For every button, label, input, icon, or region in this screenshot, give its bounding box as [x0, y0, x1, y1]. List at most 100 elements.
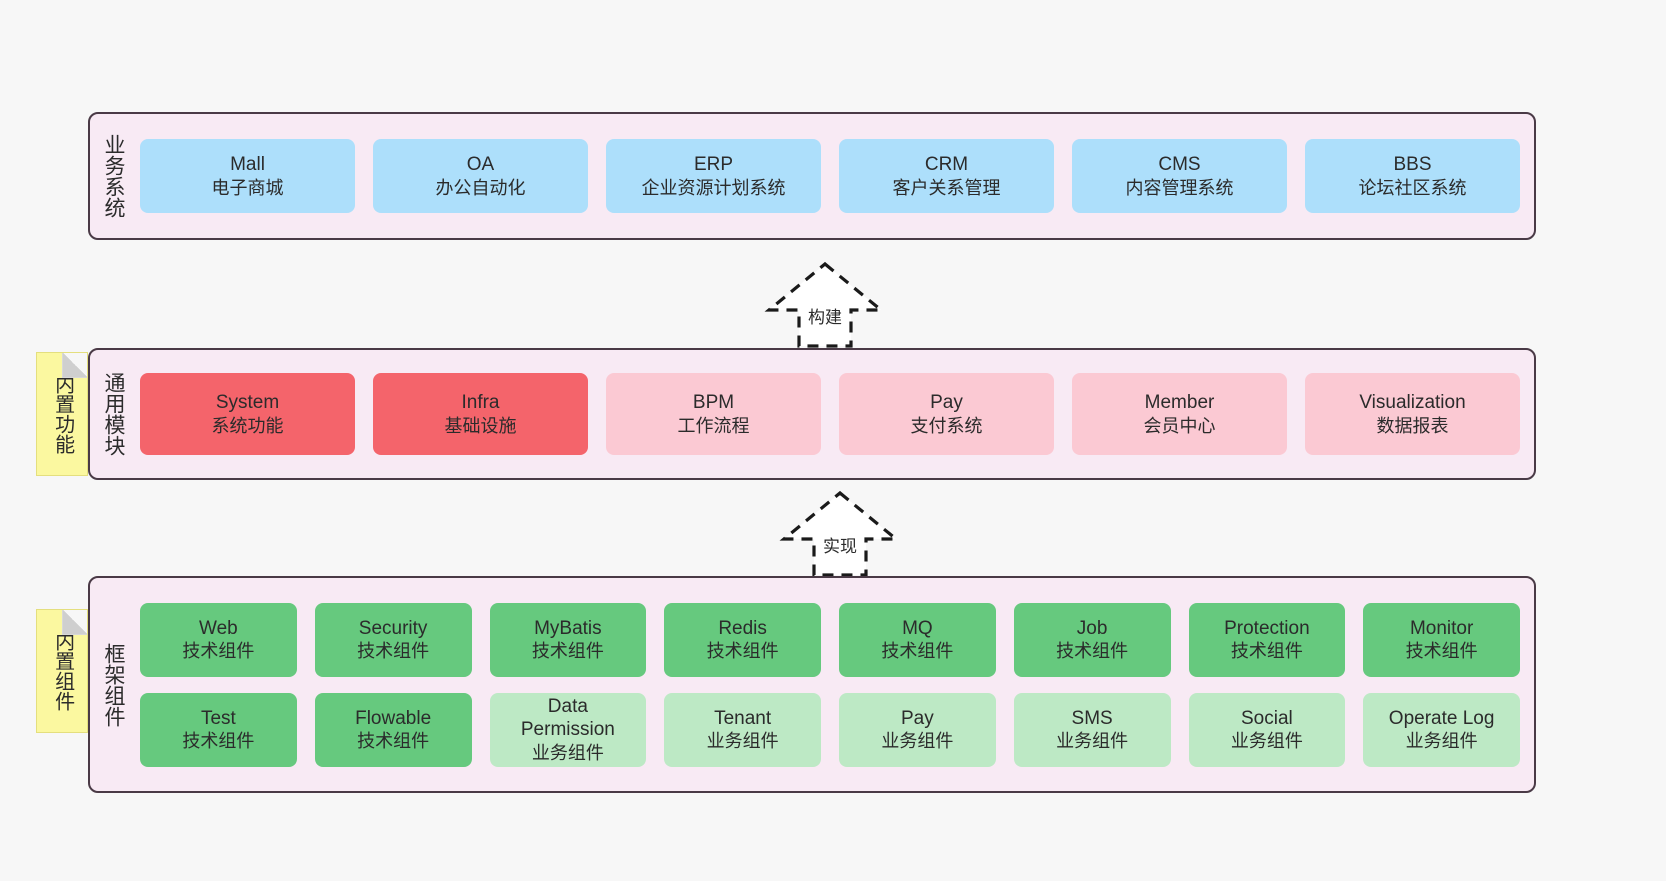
node-cms-desc: 内容管理系统 — [1125, 177, 1234, 198]
node-monitor-name: Monitor — [1409, 617, 1474, 639]
node-redis-name: Redis — [718, 617, 767, 639]
node-member-name: Member — [1144, 392, 1215, 414]
node-infra[interactable]: Infra 基础设施 — [373, 373, 588, 455]
node-protection[interactable]: Protection 技术组件 — [1188, 602, 1346, 677]
node-erp-name: ERP — [693, 154, 734, 176]
node-system-desc: 系统功能 — [211, 415, 284, 436]
node-bpm[interactable]: BPM 工作流程 — [606, 373, 821, 455]
node-redis-desc: 技术组件 — [706, 641, 779, 662]
node-pay-module-name: Pay — [930, 392, 963, 414]
node-crm[interactable]: CRM 客户关系管理 — [839, 139, 1054, 213]
node-web-desc: 技术组件 — [182, 641, 255, 662]
node-sms[interactable]: SMS 业务组件 — [1013, 692, 1171, 767]
node-pay-module-desc: 支付系统 — [910, 415, 983, 436]
note-builtin-components: 内置组件 — [36, 609, 88, 733]
business-systems-row: Mall 电子商城 OA 办公自动化 ERP 企业资源计划系统 CRM 客户关系… — [140, 139, 1520, 213]
note-builtin-components-label: 内置组件 — [51, 631, 74, 711]
node-oa-desc: 办公自动化 — [435, 177, 526, 198]
node-mq[interactable]: MQ 技术组件 — [839, 602, 996, 677]
node-visualization-desc: 数据报表 — [1376, 415, 1449, 436]
node-bpm-desc: 工作流程 — [677, 415, 750, 436]
node-security[interactable]: Security 技术组件 — [314, 602, 472, 677]
node-data-permission-name2: Permission — [520, 719, 615, 741]
node-sms-desc: 业务组件 — [1056, 731, 1129, 752]
node-monitor[interactable]: Monitor 技术组件 — [1363, 602, 1520, 677]
node-test-desc: 技术组件 — [182, 731, 255, 752]
layer-common-modules-body: System 系统功能 Infra 基础设施 BPM 工作流程 Pay 支付系统… — [136, 350, 1534, 478]
arrow-build-label: 构建 — [808, 308, 842, 327]
node-data-permission-desc: 业务组件 — [531, 742, 604, 763]
node-cms-name: CMS — [1158, 154, 1201, 176]
node-operate-log[interactable]: Operate Log 业务组件 — [1363, 692, 1520, 767]
arrow-build: 构建 — [755, 258, 895, 350]
node-social-desc: 业务组件 — [1230, 731, 1303, 752]
layer-business-systems-label: 业务系统 — [101, 134, 125, 218]
node-social-name: Social — [1241, 707, 1293, 729]
node-erp[interactable]: ERP 企业资源计划系统 — [606, 139, 821, 213]
node-crm-name: CRM — [924, 154, 969, 176]
arrow-realize: 实现 — [770, 487, 910, 579]
node-operate-log-desc: 业务组件 — [1405, 731, 1478, 752]
node-sms-name: SMS — [1071, 707, 1113, 729]
layer-common-modules-label: 通用模块 — [101, 372, 125, 456]
node-flowable-desc: 技术组件 — [357, 731, 430, 752]
node-member-desc: 会员中心 — [1143, 415, 1216, 436]
layer-framework-components-label: 框架组件 — [101, 642, 125, 727]
framework-components-row-business: Test 技术组件 Flowable 技术组件 Data Permission … — [140, 692, 1520, 767]
node-bbs-desc: 论坛社区系统 — [1358, 177, 1467, 198]
node-bbs-name: BBS — [1393, 154, 1432, 176]
node-mall[interactable]: Mall 电子商城 — [140, 139, 355, 213]
node-tenant-desc: 业务组件 — [706, 731, 779, 752]
node-web-name: Web — [199, 617, 238, 639]
node-bpm-name: BPM — [692, 392, 735, 414]
node-mall-desc: 电子商城 — [211, 177, 284, 198]
node-monitor-desc: 技术组件 — [1405, 641, 1478, 662]
node-protection-name: Protection — [1224, 617, 1310, 639]
node-mybatis-name: MyBatis — [534, 617, 602, 639]
node-web[interactable]: Web 技术组件 — [140, 602, 297, 677]
node-test[interactable]: Test 技术组件 — [140, 692, 297, 767]
node-tenant-name: Tenant — [714, 707, 772, 729]
node-system[interactable]: System 系统功能 — [140, 373, 355, 455]
node-infra-name: Infra — [461, 392, 500, 414]
node-tenant[interactable]: Tenant 业务组件 — [664, 692, 821, 767]
node-infra-desc: 基础设施 — [444, 415, 517, 436]
node-member[interactable]: Member 会员中心 — [1072, 373, 1287, 455]
common-modules-row: System 系统功能 Infra 基础设施 BPM 工作流程 Pay 支付系统… — [140, 373, 1520, 455]
node-oa-name: OA — [466, 154, 495, 176]
node-flowable-name: Flowable — [355, 707, 432, 729]
node-mq-desc: 技术组件 — [881, 641, 954, 662]
node-social[interactable]: Social 业务组件 — [1188, 692, 1346, 767]
layer-common-modules: 通用模块 System 系统功能 Infra 基础设施 BPM 工作流程 Pay — [88, 348, 1536, 480]
node-erp-desc: 企业资源计划系统 — [641, 177, 786, 198]
note-builtin-features-label: 内置功能 — [51, 374, 74, 454]
node-operate-log-name: Operate Log — [1388, 707, 1495, 729]
node-job-desc: 技术组件 — [1056, 641, 1129, 662]
node-data-permission[interactable]: Data Permission 业务组件 — [489, 692, 647, 767]
node-job[interactable]: Job 技术组件 — [1013, 602, 1171, 677]
node-pay-component-desc: 业务组件 — [881, 731, 954, 752]
node-flowable[interactable]: Flowable 技术组件 — [314, 692, 472, 767]
layer-business-systems: 业务系统 Mall 电子商城 OA 办公自动化 ERP 企业资源计划系统 CRM — [88, 112, 1536, 240]
node-visualization[interactable]: Visualization 数据报表 — [1305, 373, 1520, 455]
node-mq-name: MQ — [902, 617, 933, 639]
layer-framework-components: 框架组件 Web 技术组件 Security 技术组件 MyBatis 技术组件… — [88, 576, 1536, 793]
node-pay-module[interactable]: Pay 支付系统 — [839, 373, 1054, 455]
node-cms[interactable]: CMS 内容管理系统 — [1072, 139, 1287, 213]
node-system-name: System — [215, 392, 280, 414]
node-pay-component-name: Pay — [901, 707, 934, 729]
layer-business-systems-body: Mall 电子商城 OA 办公自动化 ERP 企业资源计划系统 CRM 客户关系… — [136, 114, 1534, 238]
node-mybatis-desc: 技术组件 — [531, 641, 604, 662]
node-crm-desc: 客户关系管理 — [892, 177, 1001, 198]
node-mall-name: Mall — [230, 154, 265, 176]
node-oa[interactable]: OA 办公自动化 — [373, 139, 588, 213]
arrow-realize-label: 实现 — [823, 537, 857, 556]
layer-framework-components-body: Web 技术组件 Security 技术组件 MyBatis 技术组件 Redi… — [136, 578, 1534, 791]
node-job-name: Job — [1076, 617, 1108, 639]
node-pay-component[interactable]: Pay 业务组件 — [839, 692, 996, 767]
node-mybatis[interactable]: MyBatis 技术组件 — [489, 602, 647, 677]
node-bbs[interactable]: BBS 论坛社区系统 — [1305, 139, 1520, 213]
node-security-desc: 技术组件 — [357, 641, 430, 662]
node-redis[interactable]: Redis 技术组件 — [664, 602, 821, 677]
